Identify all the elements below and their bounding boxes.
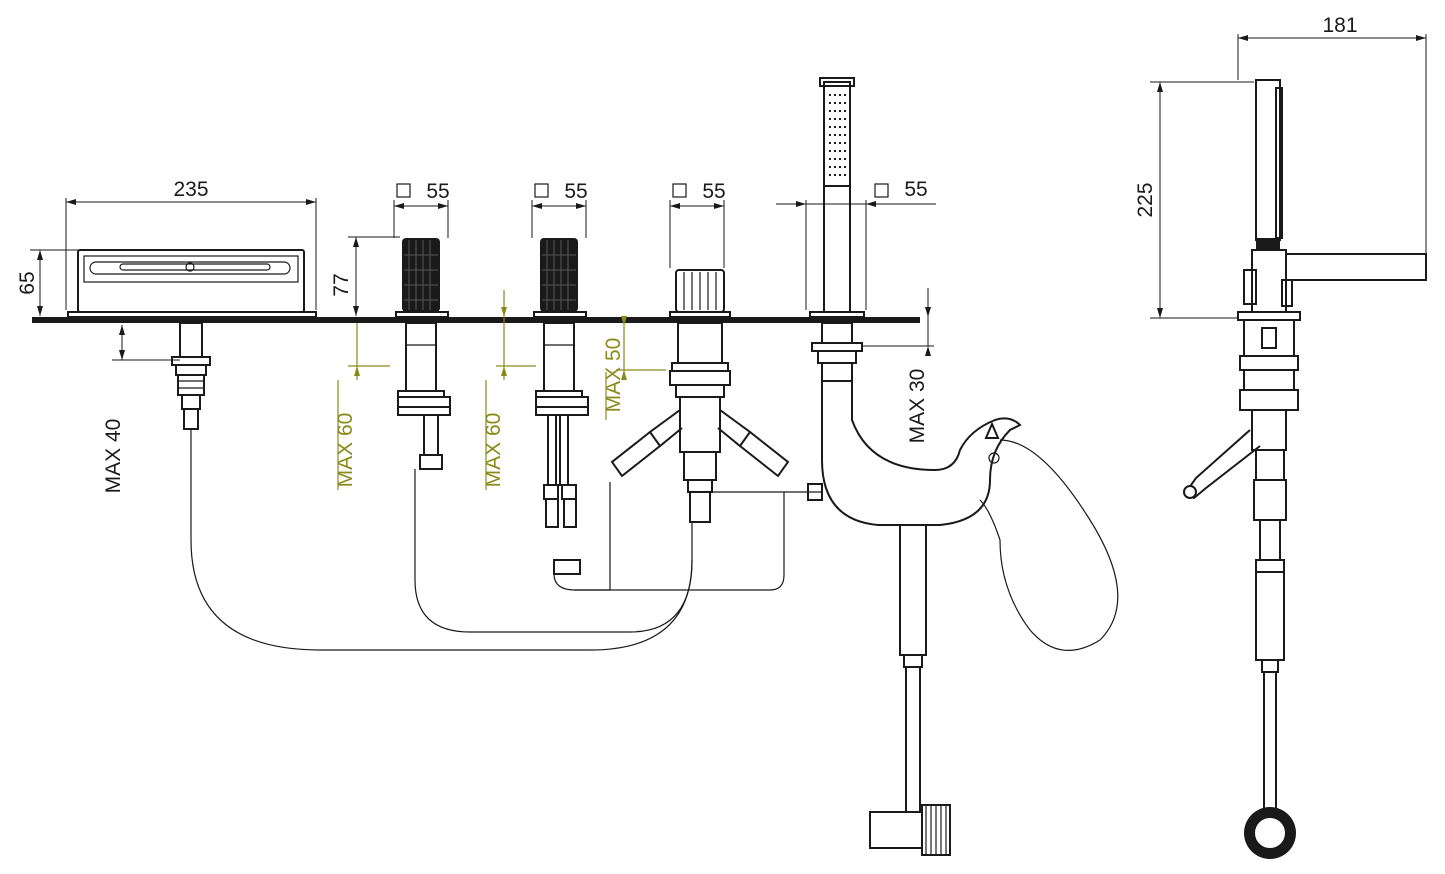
shower-hose-assembly — [811, 322, 1119, 856]
diverter-max-dimension: MAX 50 — [602, 316, 666, 420]
spout-height-label: 65 — [16, 271, 39, 294]
handle-1-max-label: MAX 60 — [334, 413, 357, 488]
handle-1-size-dimension: 55 — [393, 180, 450, 238]
side-width-dimension: 181 — [1237, 14, 1427, 254]
spout-width-label: 235 — [173, 178, 208, 201]
diverter-max-label: MAX 50 — [602, 338, 625, 413]
spout-max-dimension: MAX 40 — [102, 325, 180, 493]
handle-2-max-label: MAX 60 — [482, 413, 505, 488]
handle-height-dimension: 77 — [330, 236, 400, 316]
handle-height-label: 77 — [330, 273, 353, 296]
diverter-size-label: 55 — [702, 180, 725, 203]
spout-width-dimension: 235 — [65, 178, 317, 310]
holder-max-dimension: MAX 30 — [862, 288, 934, 443]
side-height-label: 225 — [1134, 182, 1157, 217]
diverter — [610, 269, 790, 523]
side-width-label: 181 — [1322, 14, 1357, 37]
spout — [67, 249, 317, 318]
spout-connector — [171, 322, 211, 430]
diverter-size-dimension: 55 — [669, 180, 726, 268]
shower-holder-size-label: 55 — [904, 178, 927, 201]
spout-height-dimension: 65 — [16, 249, 78, 316]
holder-max-label: MAX 30 — [906, 369, 929, 444]
shower-handset — [809, 77, 865, 318]
handle-1-max-dimension: MAX 60 — [334, 323, 390, 490]
hoses — [190, 429, 823, 651]
side-height-dimension: 225 — [1134, 81, 1254, 319]
handle-2-size-label: 55 — [564, 180, 587, 203]
deck-surface — [32, 317, 920, 323]
handle-2-size-dimension: 55 — [531, 180, 588, 238]
handle-2 — [533, 238, 589, 575]
handle-1 — [395, 238, 451, 470]
handle-1-size-label: 55 — [426, 180, 449, 203]
handle-2-max-dimension: MAX 60 — [482, 290, 536, 490]
side-view — [1183, 79, 1427, 859]
spout-max-label: MAX 40 — [102, 419, 125, 494]
shower-holder-size-dimension: 55 — [776, 178, 936, 310]
